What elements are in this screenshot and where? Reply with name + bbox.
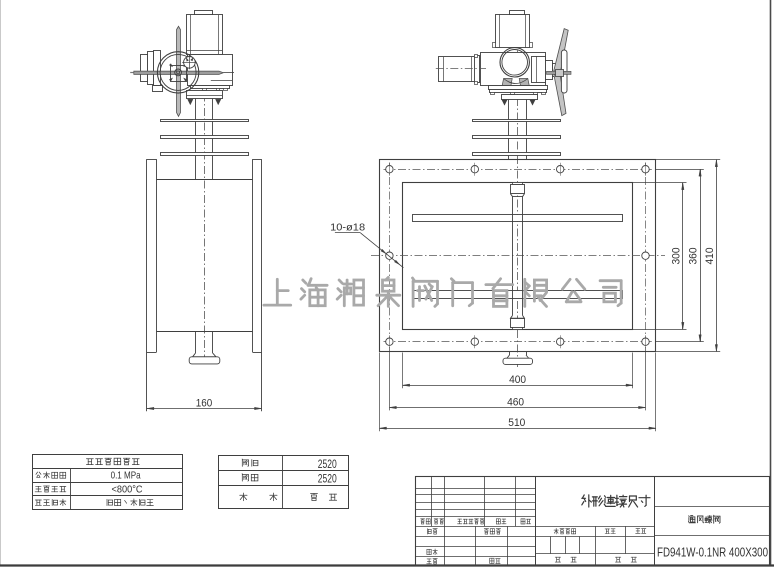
- svg-text:2520: 2520: [318, 472, 337, 486]
- svg-text:400: 400: [509, 374, 526, 386]
- svg-text:460: 460: [507, 396, 524, 408]
- svg-text:0.1 MPa: 0.1 MPa: [111, 470, 141, 482]
- svg-text:<800°C: <800°C: [112, 483, 143, 495]
- svg-text:300: 300: [670, 248, 682, 265]
- svg-text:510: 510: [508, 417, 525, 429]
- svg-text:160: 160: [196, 398, 213, 410]
- svg-text:410: 410: [704, 248, 716, 265]
- svg-text:360: 360: [688, 248, 700, 265]
- svg-text:10-ø18: 10-ø18: [330, 221, 365, 233]
- svg-text:2520: 2520: [318, 457, 337, 471]
- svg-text:FD941W-0.1NR 400X300: FD941W-0.1NR 400X300: [657, 545, 768, 560]
